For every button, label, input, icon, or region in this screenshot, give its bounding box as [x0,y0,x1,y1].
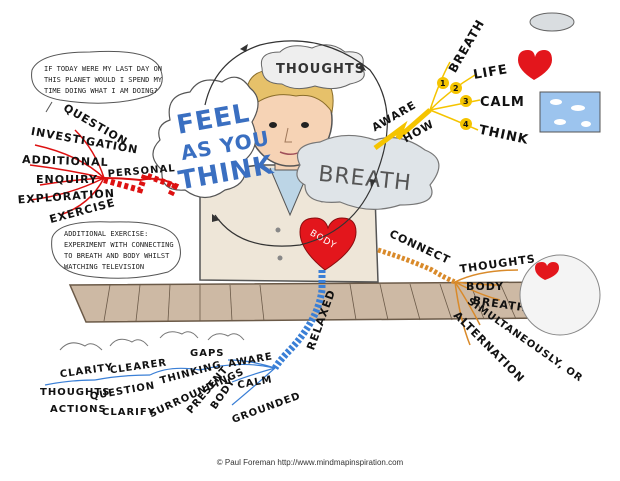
svg-text:4: 4 [463,120,469,129]
question-line-2: THIS PLANET WOULD I SPEND MY [44,76,163,84]
svg-text:2: 2 [453,84,459,93]
question-line-3: TIME DOING WHAT I AM DOING? [44,87,158,95]
aware-life: LIFE [472,62,509,83]
exercise-line-4: WATCHING TELEVISION [64,263,144,271]
heart [299,217,357,271]
exercise-line-2: EXPERIMENT WITH CONNECTING [64,241,174,249]
relaxed-clearer: CLEARER [109,357,167,376]
connect-body: BODY [466,280,504,293]
connect-thoughts: THOUGHTS [459,252,537,276]
aware-branch: AWARE HOW 1 2 3 4 BREATH LIFE CALM THINK [370,12,601,151]
heart-doodle [518,50,552,80]
aware-calm: CALM [480,95,525,110]
sky-doodle [539,91,601,133]
cloud-doodle [529,12,575,32]
exercise-line-3: TO BREATH AND BODY WHILST [64,252,170,260]
thoughts-label: THOUGHTS [276,62,365,77]
cycle-arrows [204,40,388,247]
feel-cloud [152,76,259,199]
relaxed-actions: ACTIONS [50,404,107,415]
svg-text:1: 1 [440,79,446,88]
credit-text: © Paul Foreman http://www.mindmapinspira… [216,458,404,467]
relaxed-clarify: CLARIFY [102,407,156,418]
exercise-line-1: ADDITIONAL EXERCISE: [64,230,148,238]
connect-doodle-frame [519,254,601,336]
relaxed-grounded: GROUNDED [231,391,303,426]
exercise-bubble [51,221,181,279]
branch-additional: ADDITIONAL [22,153,109,169]
connect-label: CONNECT [387,227,452,267]
branch-enquiry: ENQUIRY [36,173,98,186]
question-bubble [31,50,163,104]
personal-branch: PERSONAL QUESTION INVESTIGATION ADDITION… [17,50,181,279]
relaxed-gaps: GAPS [190,348,224,359]
svg-text:3: 3 [463,97,469,106]
branch-investigation: INVESTIGATION [30,125,139,157]
aware-think: THINK [477,123,530,148]
breath-cloud [296,134,440,210]
relaxed-aware: AWARE [227,351,273,370]
relaxed-thoughts: THOUGHTS [40,387,110,398]
question-line-1: IF TODAY WERE MY LAST DAY ON [44,65,162,73]
